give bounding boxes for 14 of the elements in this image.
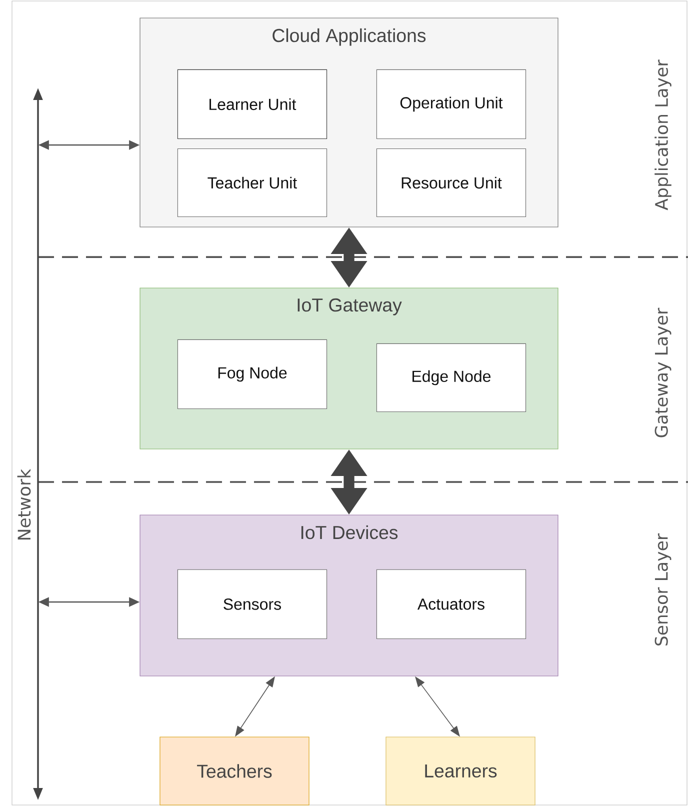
unit-box: Actuators xyxy=(376,569,526,639)
unit-box: Learner Unit xyxy=(177,69,328,139)
layer-label: Gateway Layer xyxy=(654,308,672,438)
unit-box: Resource Unit xyxy=(376,148,526,217)
unit-box: Sensors xyxy=(177,569,328,639)
actor-box: Learners xyxy=(386,736,536,806)
unit-box: Teacher Unit xyxy=(177,148,328,217)
node-label: Network xyxy=(17,468,31,540)
actor-box: Teachers xyxy=(160,736,310,806)
unit-box: Edge Node xyxy=(376,343,526,412)
unit-box: Fog Node xyxy=(177,339,328,409)
layer-label: Application Layer xyxy=(654,60,672,210)
unit-box: Operation Unit xyxy=(376,69,526,139)
layer-label: Sensor Layer xyxy=(654,533,672,646)
